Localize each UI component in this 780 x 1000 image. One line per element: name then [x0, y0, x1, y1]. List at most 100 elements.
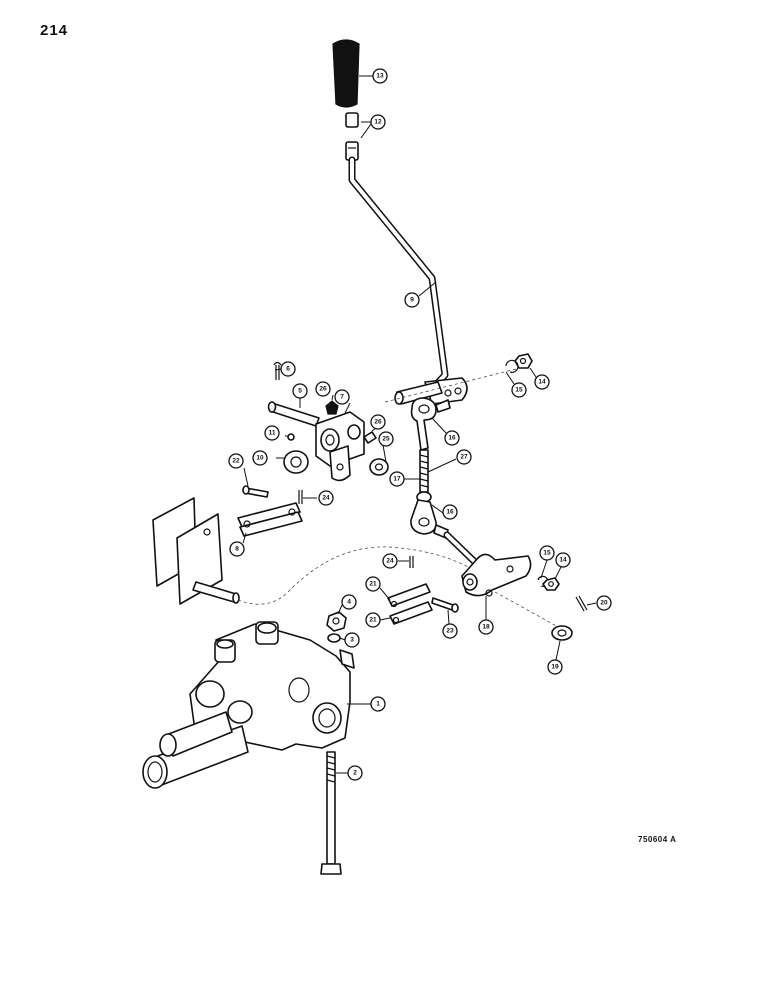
svg-text:10: 10 — [256, 455, 264, 462]
collar — [283, 450, 309, 474]
mounting-plate-front — [176, 513, 223, 605]
ferrules — [345, 112, 359, 161]
callout-14-upper: 14 — [534, 374, 550, 390]
callout-17: 17 — [389, 471, 405, 487]
washer-19 — [551, 625, 573, 641]
svg-text:11: 11 — [269, 430, 276, 437]
svg-text:9: 9 — [410, 297, 414, 304]
set-screw — [363, 431, 377, 444]
valve-bolt — [320, 751, 342, 875]
assembly-line-lower — [237, 546, 471, 605]
svg-text:12: 12 — [374, 119, 382, 126]
pivot-block — [315, 411, 365, 482]
callout-20: 20 — [596, 595, 612, 611]
svg-text:18: 18 — [482, 624, 490, 631]
callout-19: 19 — [547, 659, 563, 675]
cross-shaft — [192, 581, 240, 604]
lever-rod — [348, 156, 449, 394]
svg-text:17: 17 — [393, 476, 401, 483]
rod-end-upper — [410, 397, 451, 451]
svg-text:1: 1 — [376, 701, 380, 708]
grease-fitting-upper — [325, 400, 339, 415]
callout-15-upper: 15 — [511, 382, 527, 398]
assembly-line-upper — [384, 367, 521, 403]
callout-7: 7 — [334, 389, 350, 405]
clevis-pin-22 — [242, 485, 269, 498]
svg-text:15: 15 — [543, 550, 551, 557]
svg-text:19: 19 — [551, 664, 559, 671]
callout-18: 18 — [478, 619, 494, 635]
callout-2: 2 — [347, 765, 363, 781]
nut-lower — [542, 577, 560, 591]
svg-text:5: 5 — [298, 388, 302, 395]
callout-10: 10 — [252, 450, 268, 466]
cotter-pin-upper — [273, 361, 282, 380]
valve-nut — [326, 611, 347, 632]
svg-text:14: 14 — [559, 557, 567, 564]
control-valve — [189, 621, 355, 753]
svg-text:26: 26 — [319, 386, 327, 393]
callout-24-left: 24 — [318, 490, 334, 506]
svg-text:21: 21 — [369, 581, 377, 588]
callout-21-lower: 21 — [365, 612, 381, 628]
svg-text:26: 26 — [374, 419, 382, 426]
svg-text:23: 23 — [446, 628, 454, 635]
callout-4: 4 — [341, 594, 357, 610]
svg-text:2: 2 — [353, 770, 357, 777]
rod-end-lower — [410, 491, 449, 539]
bell-crank — [461, 553, 532, 597]
svg-text:3: 3 — [350, 637, 354, 644]
lever-bracket — [394, 377, 468, 405]
callout-24-right: 24 — [382, 553, 398, 569]
callout-3: 3 — [344, 632, 360, 648]
svg-text:24: 24 — [322, 495, 330, 502]
callout-16-lower: 16 — [442, 504, 458, 520]
valve-washer — [327, 633, 341, 643]
svg-text:15: 15 — [515, 387, 523, 394]
svg-text:27: 27 — [460, 454, 468, 461]
svg-text:20: 20 — [600, 600, 608, 607]
callout-27: 27 — [456, 449, 472, 465]
figure-code: 750604 A — [638, 835, 677, 844]
callout-9-lever: 9 — [404, 292, 420, 308]
callout-26-lower: 26 — [370, 414, 386, 430]
callout-26-upper: 26 — [315, 381, 331, 397]
svg-text:13: 13 — [376, 73, 384, 80]
svg-text:7: 7 — [340, 394, 344, 401]
svg-text:24: 24 — [386, 558, 394, 565]
leader-lines — [242, 75, 597, 774]
callout-21-upper: 21 — [365, 576, 381, 592]
callout-8: 8 — [229, 541, 245, 557]
link-plates — [237, 502, 303, 537]
ball-11 — [287, 433, 295, 441]
valve-spools — [142, 711, 249, 789]
svg-text:16: 16 — [448, 435, 456, 442]
lever-knob — [332, 39, 360, 108]
svg-text:6: 6 — [286, 366, 290, 373]
callout-16-upper: 16 — [444, 430, 460, 446]
cotter-pin-24-left — [298, 490, 303, 504]
callout-5: 5 — [292, 383, 308, 399]
svg-text:16: 16 — [446, 509, 454, 516]
threaded-rod — [419, 449, 429, 493]
callout-13: 13 — [372, 68, 388, 84]
callout-23: 23 — [442, 623, 458, 639]
link-plates-21 — [387, 583, 433, 625]
washer-25 — [369, 458, 389, 476]
callout-14-lower: 14 — [555, 552, 571, 568]
svg-text:21: 21 — [369, 617, 377, 624]
callout-22: 22 — [228, 453, 244, 469]
svg-text:22: 22 — [232, 458, 240, 465]
callout-25: 25 — [378, 431, 394, 447]
svg-text:4: 4 — [347, 599, 351, 606]
clevis-pin-23 — [431, 597, 459, 613]
page-number: 214 — [40, 22, 69, 39]
callout-12: 12 — [370, 114, 386, 130]
cotter-pin-24-right — [409, 556, 414, 568]
svg-text:14: 14 — [538, 379, 546, 386]
cotter-pin-20 — [575, 595, 588, 612]
lock-washer-upper — [505, 359, 519, 373]
svg-text:25: 25 — [382, 436, 390, 443]
svg-text:8: 8 — [235, 546, 239, 553]
